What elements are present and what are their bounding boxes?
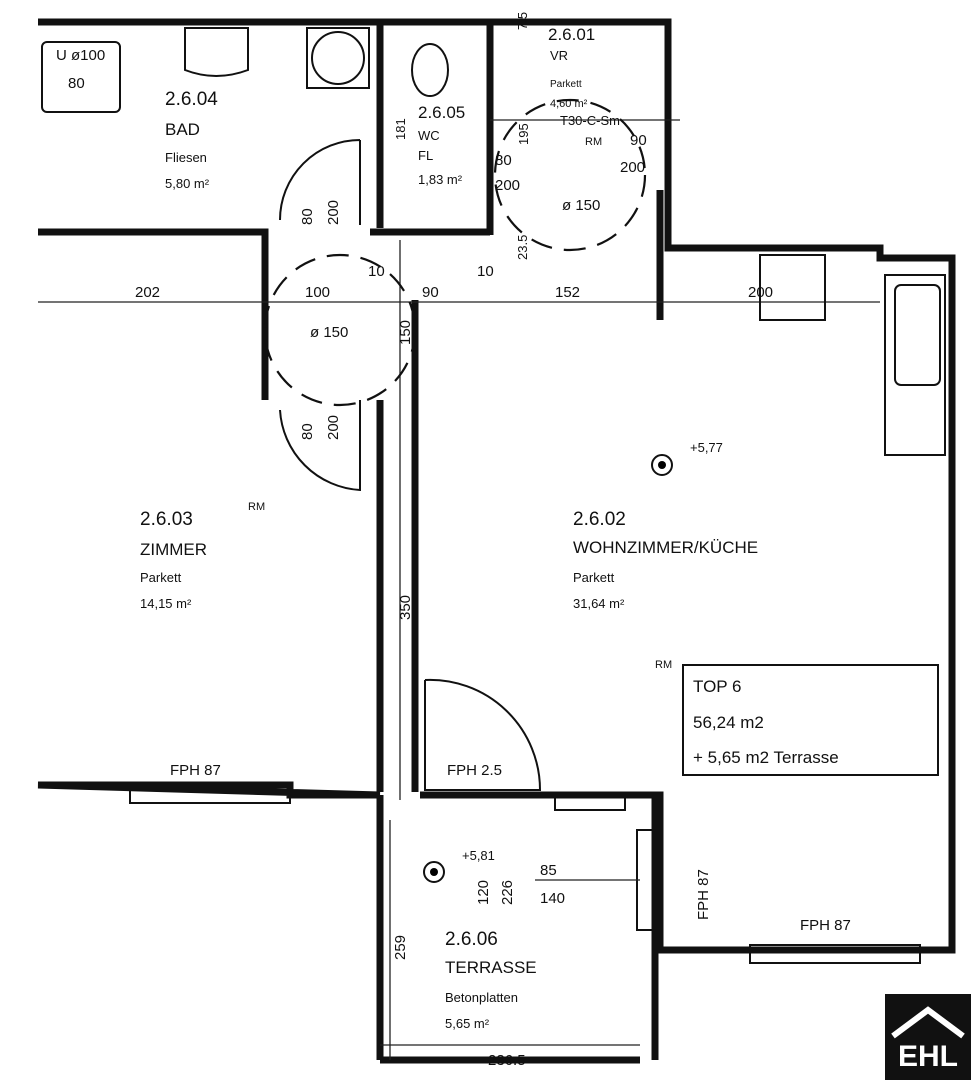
room-area: 5,80 m² (165, 176, 210, 191)
kitchen-counter (884, 274, 946, 456)
fph-label: FPH 87 (800, 917, 851, 934)
interior-walls (38, 22, 664, 792)
door-swing (424, 678, 542, 791)
dimension: 80 (299, 208, 316, 225)
dimension: 140 (540, 890, 565, 907)
height-label: +5,81 (462, 848, 495, 863)
dimension: 259 (392, 935, 409, 960)
dimension: 195 (516, 123, 531, 145)
dimension: ø 150 (310, 324, 348, 341)
window (554, 794, 626, 811)
smoke-detector-label: RM (585, 136, 602, 148)
dimension: 80 (299, 423, 316, 440)
room-area: 5,65 m² (445, 1016, 490, 1031)
room-floor: Parkett (573, 570, 615, 585)
room-name: ZIMMER (140, 540, 207, 559)
shower-tray (41, 41, 121, 113)
height-label: +5,77 (690, 440, 723, 455)
room-name: TERRASSE (445, 958, 537, 977)
dimension: 200 (748, 284, 773, 301)
room-name: BAD (165, 120, 200, 139)
room-floor: Parkett (550, 79, 582, 90)
dimension: ø 150 (562, 197, 600, 214)
height-marker-icon (423, 861, 445, 883)
dimension: 7.5 (515, 12, 530, 30)
terrace-area: + 5,65 m2 Terrasse (693, 748, 839, 767)
room-name: VR (550, 48, 568, 63)
dimension: 80 (495, 152, 512, 169)
room-number: 2.6.05 (418, 103, 465, 122)
shower-label: U ø100 (56, 47, 105, 64)
toilet-icon (411, 43, 449, 97)
window (749, 944, 921, 964)
room-number: 2.6.01 (548, 25, 595, 44)
fph-label: FPH 87 (695, 869, 712, 920)
logo-text: EHL (898, 1040, 958, 1073)
room-name: WOHNZIMMER/KÜCHE (573, 538, 758, 557)
unit-area: 56,24 m2 (693, 713, 764, 732)
room-area: 31,64 m² (573, 596, 625, 611)
dimension: 100 (305, 284, 330, 301)
dimension: 226 (499, 880, 516, 905)
washing-machine-drum (311, 31, 365, 85)
room-number: 2.6.06 (445, 929, 498, 950)
unit-label: TOP 6 (693, 677, 742, 696)
room-area: 1,83 m² (418, 172, 463, 187)
room-floor: Betonplatten (445, 990, 518, 1005)
window (129, 784, 291, 804)
room-number: 2.6.02 (573, 509, 626, 530)
room-floor: FL (418, 148, 433, 163)
dimension: 200 (325, 415, 342, 440)
smoke-detector-label: RM (248, 501, 265, 513)
fph-label: FPH 2.5 (447, 762, 502, 779)
fire-door-label: T30-C-Sm (560, 113, 620, 128)
dimension: 181 (393, 118, 408, 140)
dimension: 236.5 (488, 1052, 526, 1069)
terrace-walls (376, 795, 659, 1064)
height-marker-icon (651, 454, 673, 476)
dimension: 120 (475, 880, 492, 905)
dimension: 23.5 (515, 235, 530, 260)
room-floor: Fliesen (165, 150, 207, 165)
dimension: 10 (368, 263, 385, 280)
dimension: 152 (555, 284, 580, 301)
turning-circle (263, 253, 417, 407)
door-swing (279, 400, 361, 492)
dimension: 85 (540, 862, 557, 879)
sink-icon (894, 284, 941, 386)
washing-machine-icon (306, 27, 370, 89)
fph-label: FPH 87 (170, 762, 221, 779)
dimension: 202 (135, 284, 160, 301)
dimension: 350 (397, 595, 414, 620)
washbasin-icon (184, 27, 249, 77)
dimension: 150 (397, 320, 414, 345)
shower-label: 80 (68, 75, 85, 92)
summary-box (682, 664, 939, 776)
stove-icon (759, 254, 826, 321)
dimension: 90 (630, 132, 647, 149)
dimension: 200 (495, 177, 520, 194)
room-area: 4,60 m² (550, 98, 588, 110)
turning-circle (493, 98, 647, 252)
door-swing (279, 139, 361, 225)
room-floor: Parkett (140, 570, 182, 585)
dimension: 200 (325, 200, 342, 225)
dimension: 90 (422, 284, 439, 301)
dimension: 10 (477, 263, 494, 280)
room-number: 2.6.04 (165, 89, 218, 110)
smoke-detector-label: RM (655, 659, 672, 671)
room-number: 2.6.03 (140, 509, 193, 530)
room-area: 14,15 m² (140, 596, 192, 611)
dimension: 200 (620, 159, 645, 176)
ehl-logo: EHL (885, 994, 971, 1080)
room-name: WC (418, 128, 440, 143)
